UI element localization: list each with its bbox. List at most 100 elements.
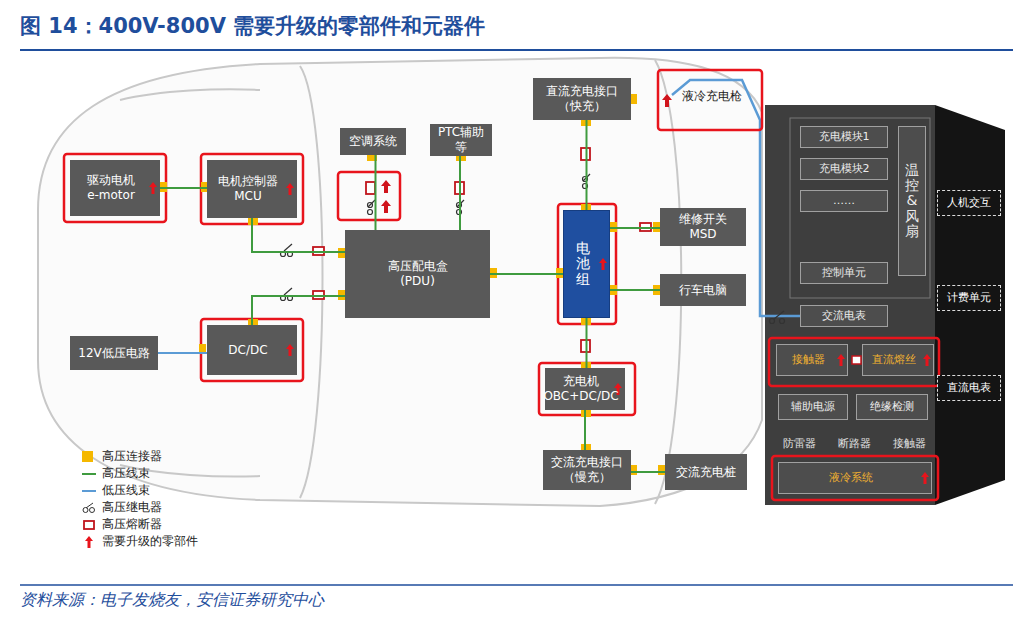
component-label: PTC辅助 等 bbox=[431, 125, 491, 155]
station-body bbox=[765, 105, 935, 505]
wire-harness bbox=[158, 352, 207, 354]
component-box: 电池组 bbox=[563, 210, 610, 318]
upgrade-arrow bbox=[149, 182, 157, 194]
component-label: 空调系统 bbox=[349, 134, 397, 149]
component-box: 直流熔丝 bbox=[862, 344, 934, 376]
legend-text: 高压熔断器 bbox=[102, 516, 162, 533]
component-label: OBC+DC/DC bbox=[543, 389, 618, 404]
legend-row: 高压熔断器 bbox=[82, 516, 198, 533]
component-box: 温控&风扇 bbox=[898, 126, 926, 276]
component-box: 充电机OBC+DC/DC bbox=[545, 368, 625, 410]
component-label: 计费单元 bbox=[947, 291, 991, 305]
legend-text: 高压继电器 bbox=[102, 499, 162, 516]
part-label: 接触器 bbox=[893, 436, 926, 451]
component-label: 直流熔丝 bbox=[872, 353, 916, 367]
component-label: 直流电表 bbox=[947, 381, 991, 395]
component-label: …… bbox=[833, 194, 855, 208]
component-box: 辅助电源 bbox=[778, 394, 848, 420]
component-box: …… bbox=[800, 190, 888, 212]
component-box: 充电模块1 bbox=[800, 126, 888, 148]
wire-harness bbox=[459, 156, 461, 230]
upgrade-arrow bbox=[921, 472, 929, 484]
component-label: 交流充电桩 bbox=[676, 465, 736, 480]
component-box: 空调系统 bbox=[340, 128, 406, 155]
part-label: 断路器 bbox=[838, 436, 871, 451]
legend-swatch bbox=[82, 502, 96, 514]
upgrade-arrow bbox=[286, 344, 294, 356]
upgrade-arrow bbox=[923, 354, 931, 366]
component-label: 充电模块2 bbox=[819, 162, 870, 176]
component-box: 电机控制器MCU bbox=[207, 160, 297, 218]
legend-row: 低压线束 bbox=[82, 482, 198, 499]
component-box: 交流充电桩 bbox=[665, 454, 747, 490]
legend-text: 需要升级的零部件 bbox=[102, 533, 198, 550]
component-label: 维修开关 bbox=[679, 212, 727, 227]
component-box: DC/DC bbox=[207, 325, 297, 375]
legend-swatch bbox=[82, 468, 96, 480]
component-box: PTC辅助 等 bbox=[430, 124, 492, 156]
legend-swatch bbox=[82, 451, 93, 462]
component-label: 人机交互 bbox=[947, 196, 991, 210]
fuse-symbol bbox=[852, 356, 861, 364]
legend-text: 高压线束 bbox=[102, 465, 150, 482]
wire-harness bbox=[252, 218, 345, 252]
component-label: 液冷系统 bbox=[829, 471, 873, 485]
component-label: DC/DC bbox=[228, 343, 267, 358]
legend-row: 高压连接器 bbox=[82, 448, 198, 465]
component-label: 电池组 bbox=[576, 241, 590, 287]
legend-text: 低压线束 bbox=[102, 482, 150, 499]
wire-harness bbox=[631, 471, 665, 473]
legend-row: 高压继电器 bbox=[82, 499, 198, 516]
figure-caption: 资料来源：电子发烧友，安信证券研究中心 bbox=[20, 590, 324, 611]
legend: 高压连接器高压线束低压线束高压继电器高压熔断器需要升级的零部件 bbox=[82, 448, 198, 550]
wire-harness bbox=[610, 227, 660, 229]
component-box: 维修开关MSD bbox=[660, 208, 746, 246]
component-label: 充电模块1 bbox=[819, 130, 870, 144]
component-box: 绝缘检测 bbox=[856, 394, 928, 420]
wire-harness bbox=[375, 155, 377, 230]
component-label: 高压配电盒 bbox=[388, 259, 448, 274]
upgrade-arrow bbox=[286, 183, 294, 195]
component-box: 充电模块2 bbox=[800, 158, 888, 180]
component-label: 12V低压电路 bbox=[78, 346, 149, 361]
component-box: 12V低压电路 bbox=[70, 336, 158, 370]
component-label: 驱动电机 bbox=[87, 173, 135, 188]
component-box: 控制单元 bbox=[800, 262, 888, 284]
component-box: 直流电表 bbox=[937, 375, 1001, 401]
wire-harness bbox=[610, 289, 660, 291]
wire-harness bbox=[586, 120, 588, 210]
wire-harness bbox=[490, 273, 563, 275]
component-label: MSD bbox=[689, 227, 716, 242]
component-box: 交流充电接口 （慢充） bbox=[543, 450, 631, 490]
upgrade-arrow bbox=[599, 258, 607, 270]
highlight-frame bbox=[64, 70, 939, 500]
component-label: 接触器 bbox=[792, 353, 825, 367]
wire-harness bbox=[160, 187, 207, 189]
component-box: 接触器 bbox=[776, 344, 848, 376]
wire-harness bbox=[252, 296, 345, 325]
caption-rule bbox=[20, 584, 1013, 586]
part-label: 液冷充电枪 bbox=[682, 88, 742, 105]
component-box: 直流充电接口 （快充） bbox=[533, 78, 631, 120]
component-label: 直流充电接口 （快充） bbox=[534, 84, 630, 114]
hv-connector bbox=[160, 94, 665, 475]
component-label: 交流充电接口 （慢充） bbox=[544, 455, 630, 485]
component-label: (PDU) bbox=[400, 274, 435, 289]
component-box: 计费单元 bbox=[937, 285, 1001, 311]
car-outline bbox=[38, 58, 762, 506]
component-label: 充电机 bbox=[563, 374, 599, 389]
component-box: 交流电表 bbox=[800, 305, 888, 327]
component-box: 行车电脑 bbox=[660, 274, 746, 306]
station-side bbox=[935, 105, 1005, 505]
legend-swatch bbox=[82, 536, 96, 548]
wire-harness bbox=[584, 410, 586, 450]
legend-swatch bbox=[82, 519, 96, 531]
legend-row: 高压线束 bbox=[82, 465, 198, 482]
component-label: 控制单元 bbox=[822, 266, 866, 280]
legend-text: 高压连接器 bbox=[102, 448, 162, 465]
component-label: 绝缘检测 bbox=[870, 400, 914, 414]
component-label: 辅助电源 bbox=[791, 400, 835, 414]
wire-harness bbox=[586, 318, 588, 368]
station-frame bbox=[790, 118, 930, 298]
title-rule bbox=[20, 49, 1013, 51]
